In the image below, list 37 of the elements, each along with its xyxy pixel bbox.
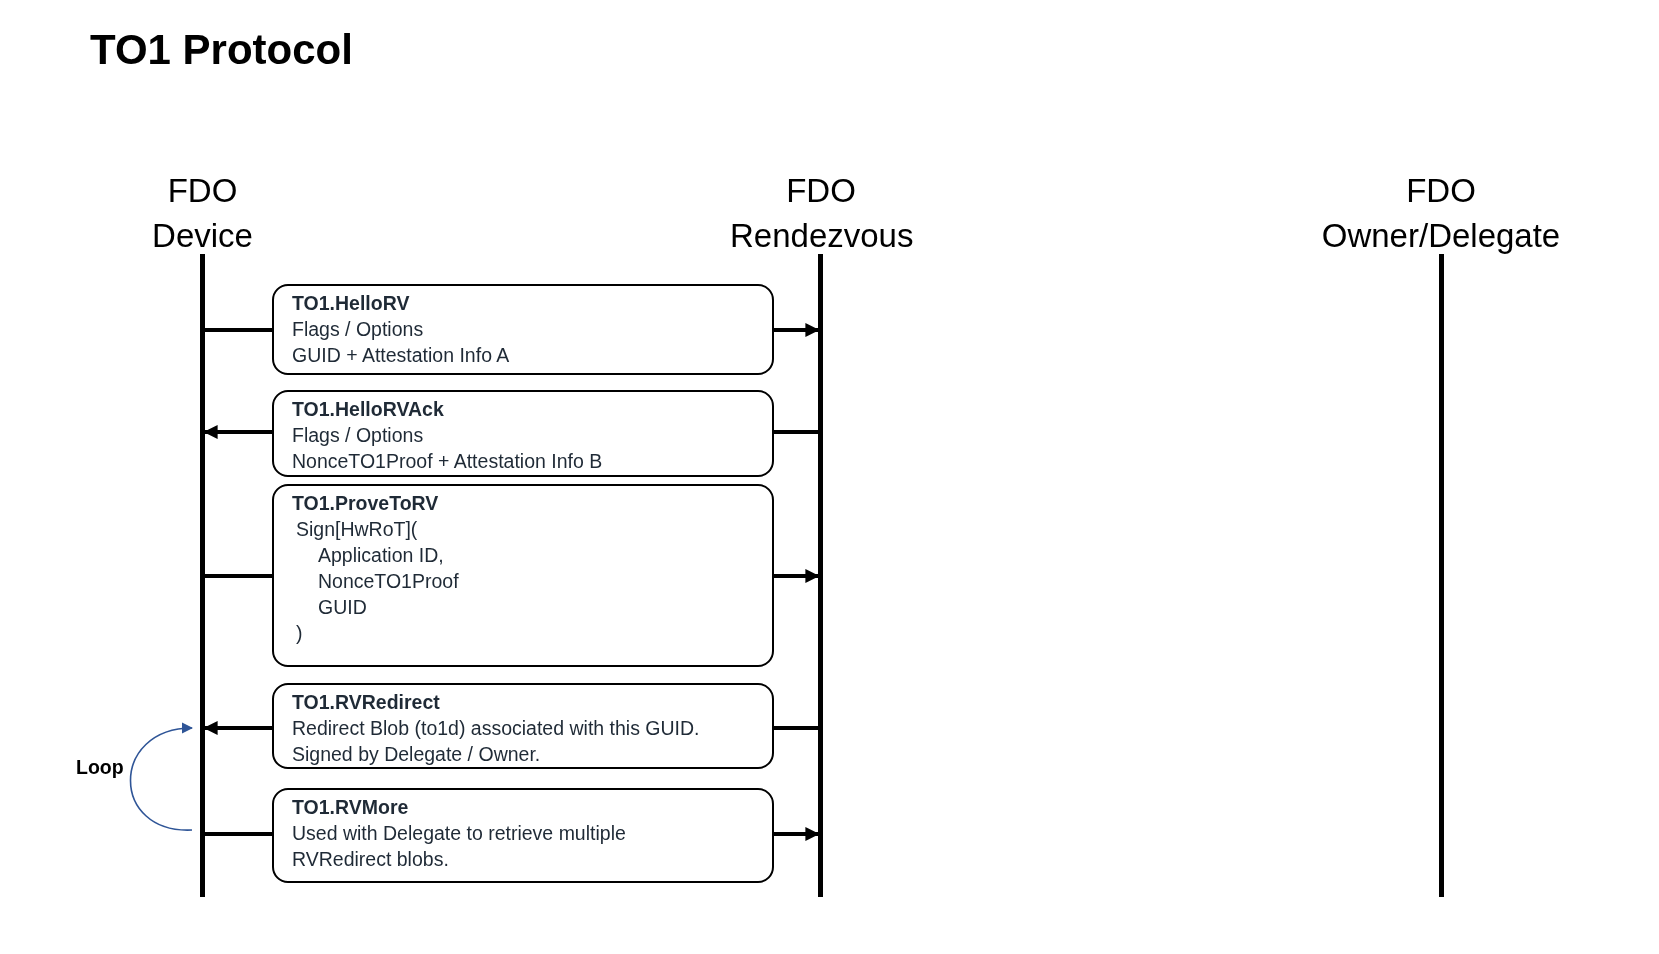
message-name: TO1.ProveToRV [292,491,439,516]
message-detail: GUID [318,595,367,620]
message-box [272,390,774,477]
message-detail: NonceTO1Proof + Attestation Info B [292,449,603,474]
lifeline-bar [1439,254,1444,897]
edge-label: Loop [76,756,124,779]
lifeline-bar [818,254,823,897]
message-box [272,683,774,769]
message-detail: Flags / Options [292,423,424,448]
lifeline-title: FDO Owner/Delegate [1320,171,1562,256]
loop-arrow [129,723,194,831]
message-arrow [774,323,820,337]
message-detail: NonceTO1Proof [318,569,459,594]
message-detail: RVRedirect blobs. [292,847,449,872]
lifeline-title: FDO Device [151,171,254,256]
lifeline-bar [200,254,205,897]
message-box [272,788,774,883]
message-name: TO1.RVRedirect [292,690,440,715]
message-detail: Redirect Blob (to1d) associated with this GUID. [292,716,700,741]
message-detail: Application ID, [318,543,444,568]
message-name: TO1.HelloRVAck [292,397,444,422]
message-detail: GUID + Attestation Info A [292,343,510,368]
message-box [272,484,774,667]
message-detail: ) [296,621,303,646]
lifeline-title: FDO Rendezvous [730,171,912,256]
message-detail: Flags / Options [292,317,424,342]
title: TO1 Protocol [90,26,353,74]
message-arrow [774,569,820,583]
message-arrow [774,827,820,841]
message-box [272,284,774,375]
message-arrow [203,721,272,735]
message-name: TO1.HelloRV [292,291,410,316]
message-detail: Signed by Delegate / Owner. [292,742,541,767]
message-detail: Used with Delegate to retrieve multiple [292,821,626,846]
message-detail: Sign[HwRoT]( [296,517,418,542]
message-arrow [203,425,272,439]
message-name: TO1.RVMore [292,795,409,820]
